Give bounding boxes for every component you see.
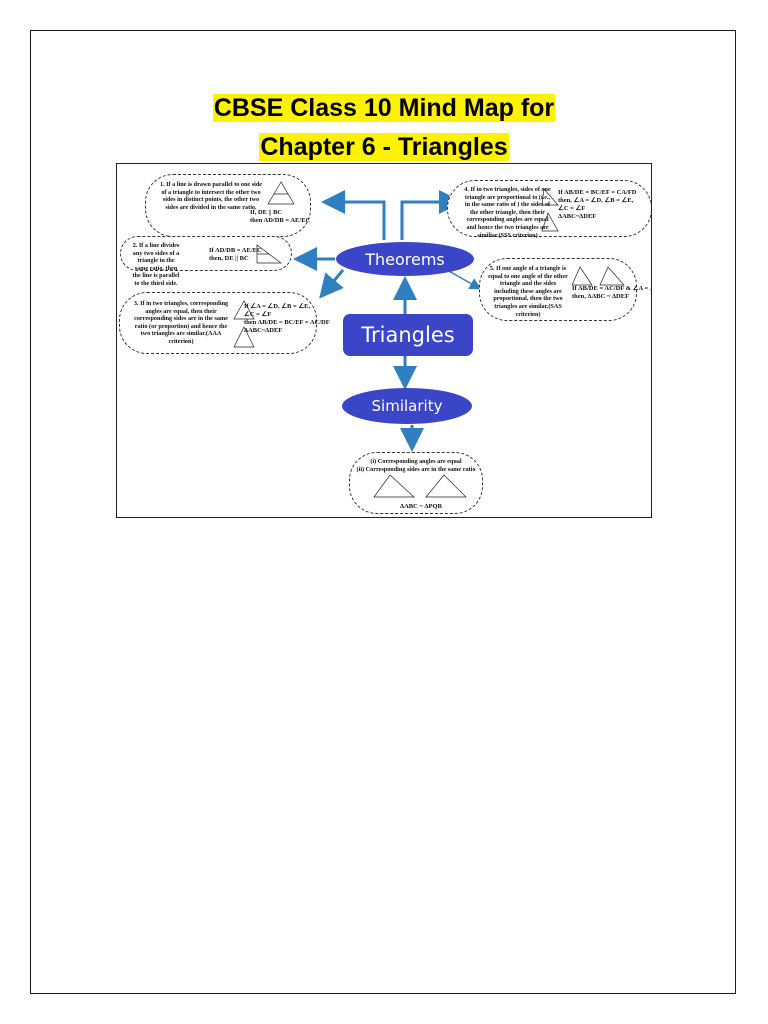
page-title-line-2: Chapter 6 - Triangles	[259, 133, 509, 161]
triangle-pair-diagram-icon	[233, 300, 255, 348]
theorem-1-bubble: 1. If a line is drawn parallel to one si…	[145, 174, 311, 237]
similarity-formula: ΔABC ~ ΔPQR	[400, 503, 443, 510]
theorems-node: Theorems	[336, 242, 474, 276]
triangles-center-node: Triangles	[343, 314, 473, 356]
similarity-line-2: (ii) Corresponding sides are in the same…	[356, 465, 476, 473]
arrow-theorem-3	[319, 269, 345, 299]
triangle-diagram-icon	[256, 244, 283, 264]
similar-triangles-diagram-icon	[373, 474, 467, 498]
page-title-line-1: CBSE Class 10 Mind Map for	[212, 94, 556, 122]
arrow-theorem-1	[321, 190, 386, 240]
similarity-line-1: (i) Corresponding angles are equal	[370, 458, 462, 465]
theorem-2-bubble: 2. If a line divides any two sides of a …	[120, 236, 292, 287]
theorem-5-text: 5. If one angle of a triangle is equal t…	[488, 265, 568, 318]
page-border	[30, 30, 736, 994]
theorem-4-text: 4. If in two triangles, sides of one tri…	[464, 186, 551, 239]
theorem-3-text: 3. If in two triangles, corresponding an…	[133, 300, 229, 345]
theorem-4-bubble: 4. If in two triangles, sides of one tri…	[447, 180, 651, 239]
mind-map-arrows	[293, 190, 482, 452]
mind-map-figure: Theorems Triangles Similarity 1. If a li…	[116, 163, 652, 518]
theorem-3-bubble: 3. If in two triangles, corresponding an…	[119, 292, 330, 354]
similarity-bubble: (i) Corresponding angles are equal (ii) …	[349, 452, 483, 514]
theorem-1-text: 1. If a line is drawn parallel to one si…	[159, 181, 263, 211]
theorem-5-formula: If AB/DE = AC/DF & ∠A = ∠D then, ΔABC ~ …	[572, 285, 651, 300]
triangle-diagram-icon	[267, 181, 295, 205]
triangle-pair-diagram-icon	[571, 266, 625, 286]
theorem-5-bubble: 5. If one angle of a triangle is equal t…	[479, 258, 651, 321]
theorem-2-formula: If AD/DB = AE/EC then, DE || BC	[209, 247, 262, 262]
similarity-node: Similarity	[342, 388, 472, 424]
theorem-4-formula: If AB/DE = BC/EF = CA/FD then, ∠A = ∠D, …	[558, 189, 637, 220]
arrow-theorem-5	[446, 269, 482, 290]
theorem-1-formula: If, DE || BC then AD/DB = AE/EC	[250, 209, 311, 224]
theorem-2-text: 2. If a line divides any two sides of a …	[132, 242, 180, 287]
triangle-pair-diagram-icon	[541, 188, 559, 232]
arrow-theorem-4	[400, 190, 463, 240]
theorem-3-formula: If ∠A = ∠D, ∠B = ∠E, ∠C = ∠F then AB/DE …	[244, 303, 330, 334]
